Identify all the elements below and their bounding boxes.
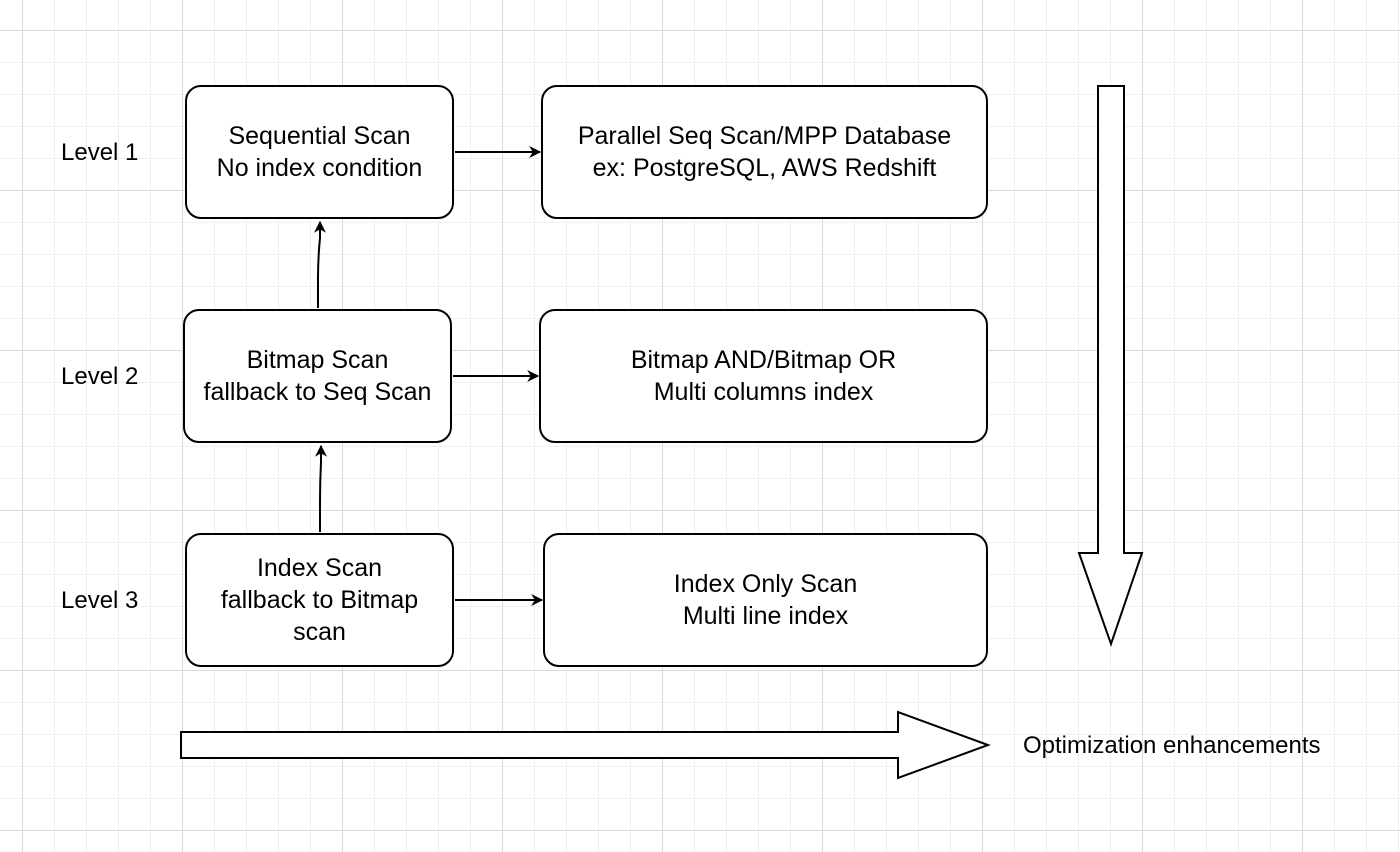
box-line: fallback to Bitmap xyxy=(220,586,419,614)
down-block-arrow-icon xyxy=(1077,85,1144,648)
box-line: Index Only Scan xyxy=(673,570,858,598)
box-line: fallback to Seq Scan xyxy=(203,378,432,406)
level-3-label: Level 3 xyxy=(61,587,139,614)
box-line: Multi columns index xyxy=(653,378,874,406)
right-block-arrow-icon xyxy=(180,710,991,780)
index-only-scan-box: Index Only Scan Multi line index xyxy=(543,533,988,667)
box-line: Index Scan xyxy=(256,554,383,582)
box-line: ex: PostgreSQL, AWS Redshift xyxy=(592,154,937,182)
box-line: No index condition xyxy=(216,154,423,182)
box-line: Sequential Scan xyxy=(228,122,411,150)
bitmap-scan-box: Bitmap Scan fallback to Seq Scan xyxy=(183,309,452,443)
arrow-level2-to-level1 xyxy=(314,220,326,308)
box-line: Bitmap AND/Bitmap OR xyxy=(630,346,897,374)
index-scan-box: Index Scan fallback to Bitmap scan xyxy=(185,533,454,667)
box-line: Multi line index xyxy=(682,602,849,630)
level-1-label: Level 1 xyxy=(61,139,139,166)
optimization-enhancements-label: Optimization enhancements xyxy=(1023,732,1321,759)
box-line: Parallel Seq Scan/MPP Database xyxy=(577,122,952,150)
sequential-scan-box: Sequential Scan No index condition xyxy=(185,85,454,219)
box-line: scan xyxy=(293,618,346,646)
parallel-seq-scan-box: Parallel Seq Scan/MPP Database ex: Postg… xyxy=(541,85,988,219)
level-2-label: Level 2 xyxy=(61,363,139,390)
box-line: Bitmap Scan xyxy=(246,346,389,374)
bitmap-and-or-box: Bitmap AND/Bitmap OR Multi columns index xyxy=(539,309,988,443)
arrow-level3-to-level2 xyxy=(315,444,327,532)
